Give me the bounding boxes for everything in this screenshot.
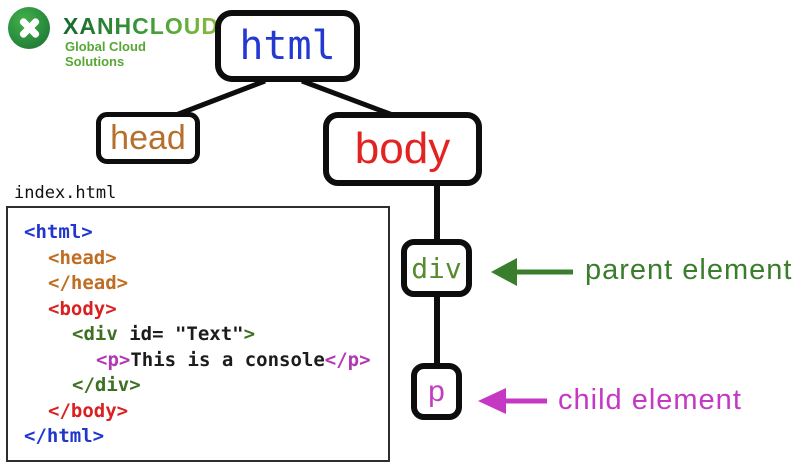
code-line: <div id= "Text"> bbox=[72, 323, 256, 345]
edge-html-body bbox=[301, 78, 399, 120]
code-lines: <html> <head> </head> <body> <div id= "Text"… bbox=[24, 220, 388, 450]
node-label-html: html bbox=[239, 23, 336, 69]
tree-node-p: p bbox=[411, 363, 462, 420]
code-panel: <html> <head> </head> <body> <div id= "Text"… bbox=[6, 206, 390, 462]
code-line: </html> bbox=[24, 425, 105, 447]
code-line: </body> bbox=[48, 399, 129, 422]
code-line: <html> bbox=[24, 221, 93, 243]
node-label-p: p bbox=[428, 374, 445, 408]
node-label-head: head bbox=[110, 118, 186, 157]
code-line: </head> bbox=[48, 272, 129, 294]
child-element-label: child element bbox=[558, 384, 742, 416]
child-arrow-icon bbox=[478, 388, 547, 414]
code-line: <head> bbox=[48, 246, 117, 269]
code-filename: index.html bbox=[14, 183, 117, 203]
brand-name: XANHCLOUD bbox=[63, 13, 219, 39]
code-line: <body> bbox=[48, 297, 117, 320]
tree-node-head: head bbox=[96, 112, 200, 164]
node-label-div: div bbox=[411, 251, 462, 285]
code-line: </div> bbox=[72, 374, 141, 396]
brand-tagline: Global Cloud Solutions bbox=[65, 39, 146, 69]
parent-arrow-icon bbox=[491, 258, 573, 286]
edge-html-head bbox=[175, 78, 266, 118]
tree-node-html: html bbox=[215, 10, 360, 82]
node-label-body: body bbox=[354, 124, 451, 173]
parent-element-label: parent element bbox=[585, 254, 793, 286]
logo: XANHCLOUD Global Cloud Solutions bbox=[8, 7, 218, 69]
tree-node-body: body bbox=[323, 112, 482, 186]
code-line: <p>This is a console</p> bbox=[96, 348, 371, 371]
tree-node-div: div bbox=[401, 239, 472, 297]
